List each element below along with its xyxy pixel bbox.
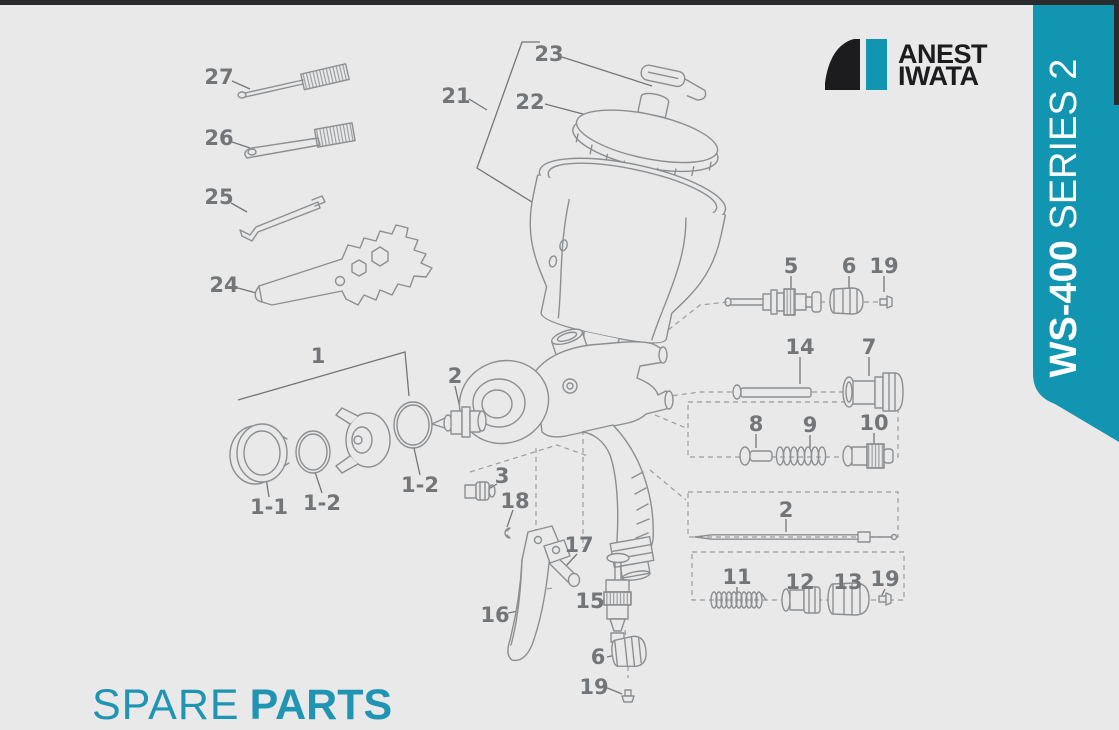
- group-box-needle: [687, 491, 899, 538]
- ribbon-model: WS-400: [1043, 240, 1085, 377]
- part-fluid-needle: [694, 531, 898, 543]
- ribbon-shape: [1033, 0, 1119, 442]
- callout-23: 23: [534, 42, 563, 66]
- callout-13: 13: [833, 570, 862, 594]
- callout-15: 15: [575, 589, 604, 613]
- callout-2-needle: 2: [779, 498, 794, 522]
- side-ribbon: WS-400 SERIES 2: [1033, 0, 1119, 442]
- callout-22: 22: [515, 90, 544, 114]
- part-valve-piston: [739, 446, 773, 466]
- part-valve-rod: [732, 384, 812, 400]
- part-multi-spanner-tool: [254, 224, 433, 306]
- part-air-valve-shaft: [724, 288, 822, 316]
- part-valve-spring: [775, 446, 827, 466]
- callout-26: 26: [204, 126, 233, 150]
- part-pattern-adjust-knob: [842, 372, 904, 412]
- callout-10: 10: [859, 411, 888, 435]
- anest-iwata-mark-icon: [825, 39, 887, 90]
- brand-line2: IWATA: [898, 61, 979, 91]
- part-needle-spring: [710, 591, 767, 609]
- callout-9: 9: [803, 413, 818, 437]
- callout-1-2-rear: 1-2: [401, 473, 439, 497]
- part-paint-cup-assembly: [529, 64, 727, 374]
- callout-2-nozzle: 2: [448, 364, 463, 388]
- callout-3: 3: [495, 464, 510, 488]
- part-valve-knob-top: [829, 287, 864, 315]
- part-retaining-ring: [229, 423, 290, 485]
- callout-27: 27: [204, 65, 233, 89]
- callout-16: 16: [480, 603, 509, 627]
- callout-24: 24: [209, 273, 238, 297]
- gun-handle: [581, 424, 654, 563]
- callout-18: 18: [500, 489, 529, 513]
- part-needle-packing-set: [781, 586, 821, 614]
- title-word-parts: PARTS: [249, 681, 393, 729]
- ribbon-title: WS-400 SERIES 2: [1043, 59, 1085, 378]
- part-set-screw-right: [878, 592, 892, 606]
- dashed-connectors: [469, 301, 880, 678]
- part-lid-vent-cap: [640, 64, 707, 101]
- part-air-valve-assembly: [603, 552, 632, 651]
- part-air-cap-set: [229, 401, 433, 485]
- leader-lines: [230, 41, 886, 695]
- part-needle-cleaning-brush: [237, 63, 350, 99]
- callout-17: 17: [564, 533, 593, 557]
- brand-line1: ANEST: [898, 38, 988, 69]
- part-hex-key-wrench: [239, 195, 326, 242]
- part-set-screw-bottom: [621, 689, 635, 703]
- part-fluid-adjust-knob: [827, 582, 870, 616]
- part-trigger-pin: [547, 555, 581, 588]
- top-bar: [0, 0, 1119, 5]
- callout-19-top: 19: [869, 254, 898, 278]
- part-e-ring: [504, 527, 511, 539]
- scrollbar-thumb[interactable]: [1114, 0, 1119, 105]
- callout-21: 21: [441, 84, 470, 108]
- group-box-11-12-13: [691, 551, 905, 601]
- part-fluid-nozzle: [431, 406, 487, 438]
- ribbon-series: SERIES 2: [1043, 59, 1085, 241]
- part-trigger: [507, 525, 571, 662]
- callout-19-bottom: 19: [579, 675, 608, 699]
- part-air-adjust-valve: [842, 443, 894, 469]
- part-set-screw-top: [879, 295, 893, 309]
- callout-8: 8: [749, 412, 764, 436]
- callout-14: 14: [785, 335, 814, 359]
- brand-logo: ANEST IWATA: [825, 36, 1015, 94]
- callout-25: 25: [204, 185, 233, 209]
- gun-body: [458, 328, 674, 581]
- part-paint-cup: [529, 157, 727, 374]
- callout-6-top: 6: [842, 254, 857, 278]
- title-word-spare: SPARE: [92, 681, 240, 729]
- callout-19-right: 19: [870, 567, 899, 591]
- callout-12: 12: [785, 570, 814, 594]
- callout-7: 7: [862, 335, 877, 359]
- callout-5: 5: [784, 254, 799, 278]
- callout-6-bottom: 6: [591, 645, 606, 669]
- part-plug: [464, 481, 496, 501]
- callout-1-2-front: 1-2: [303, 491, 341, 515]
- brand-wordmark: ANEST IWATA: [898, 38, 988, 91]
- part-o-ring-front: [295, 430, 331, 474]
- group-box-8-9-10: [687, 401, 899, 458]
- callout-1: 1: [311, 344, 326, 368]
- callout-1-1: 1-1: [250, 495, 288, 519]
- part-air-cap: [335, 407, 391, 474]
- part-valve-knob-bottom: [611, 635, 647, 667]
- part-o-ring-rear: [393, 401, 433, 449]
- part-cleaning-brush: [244, 122, 356, 159]
- callout-11: 11: [722, 565, 751, 589]
